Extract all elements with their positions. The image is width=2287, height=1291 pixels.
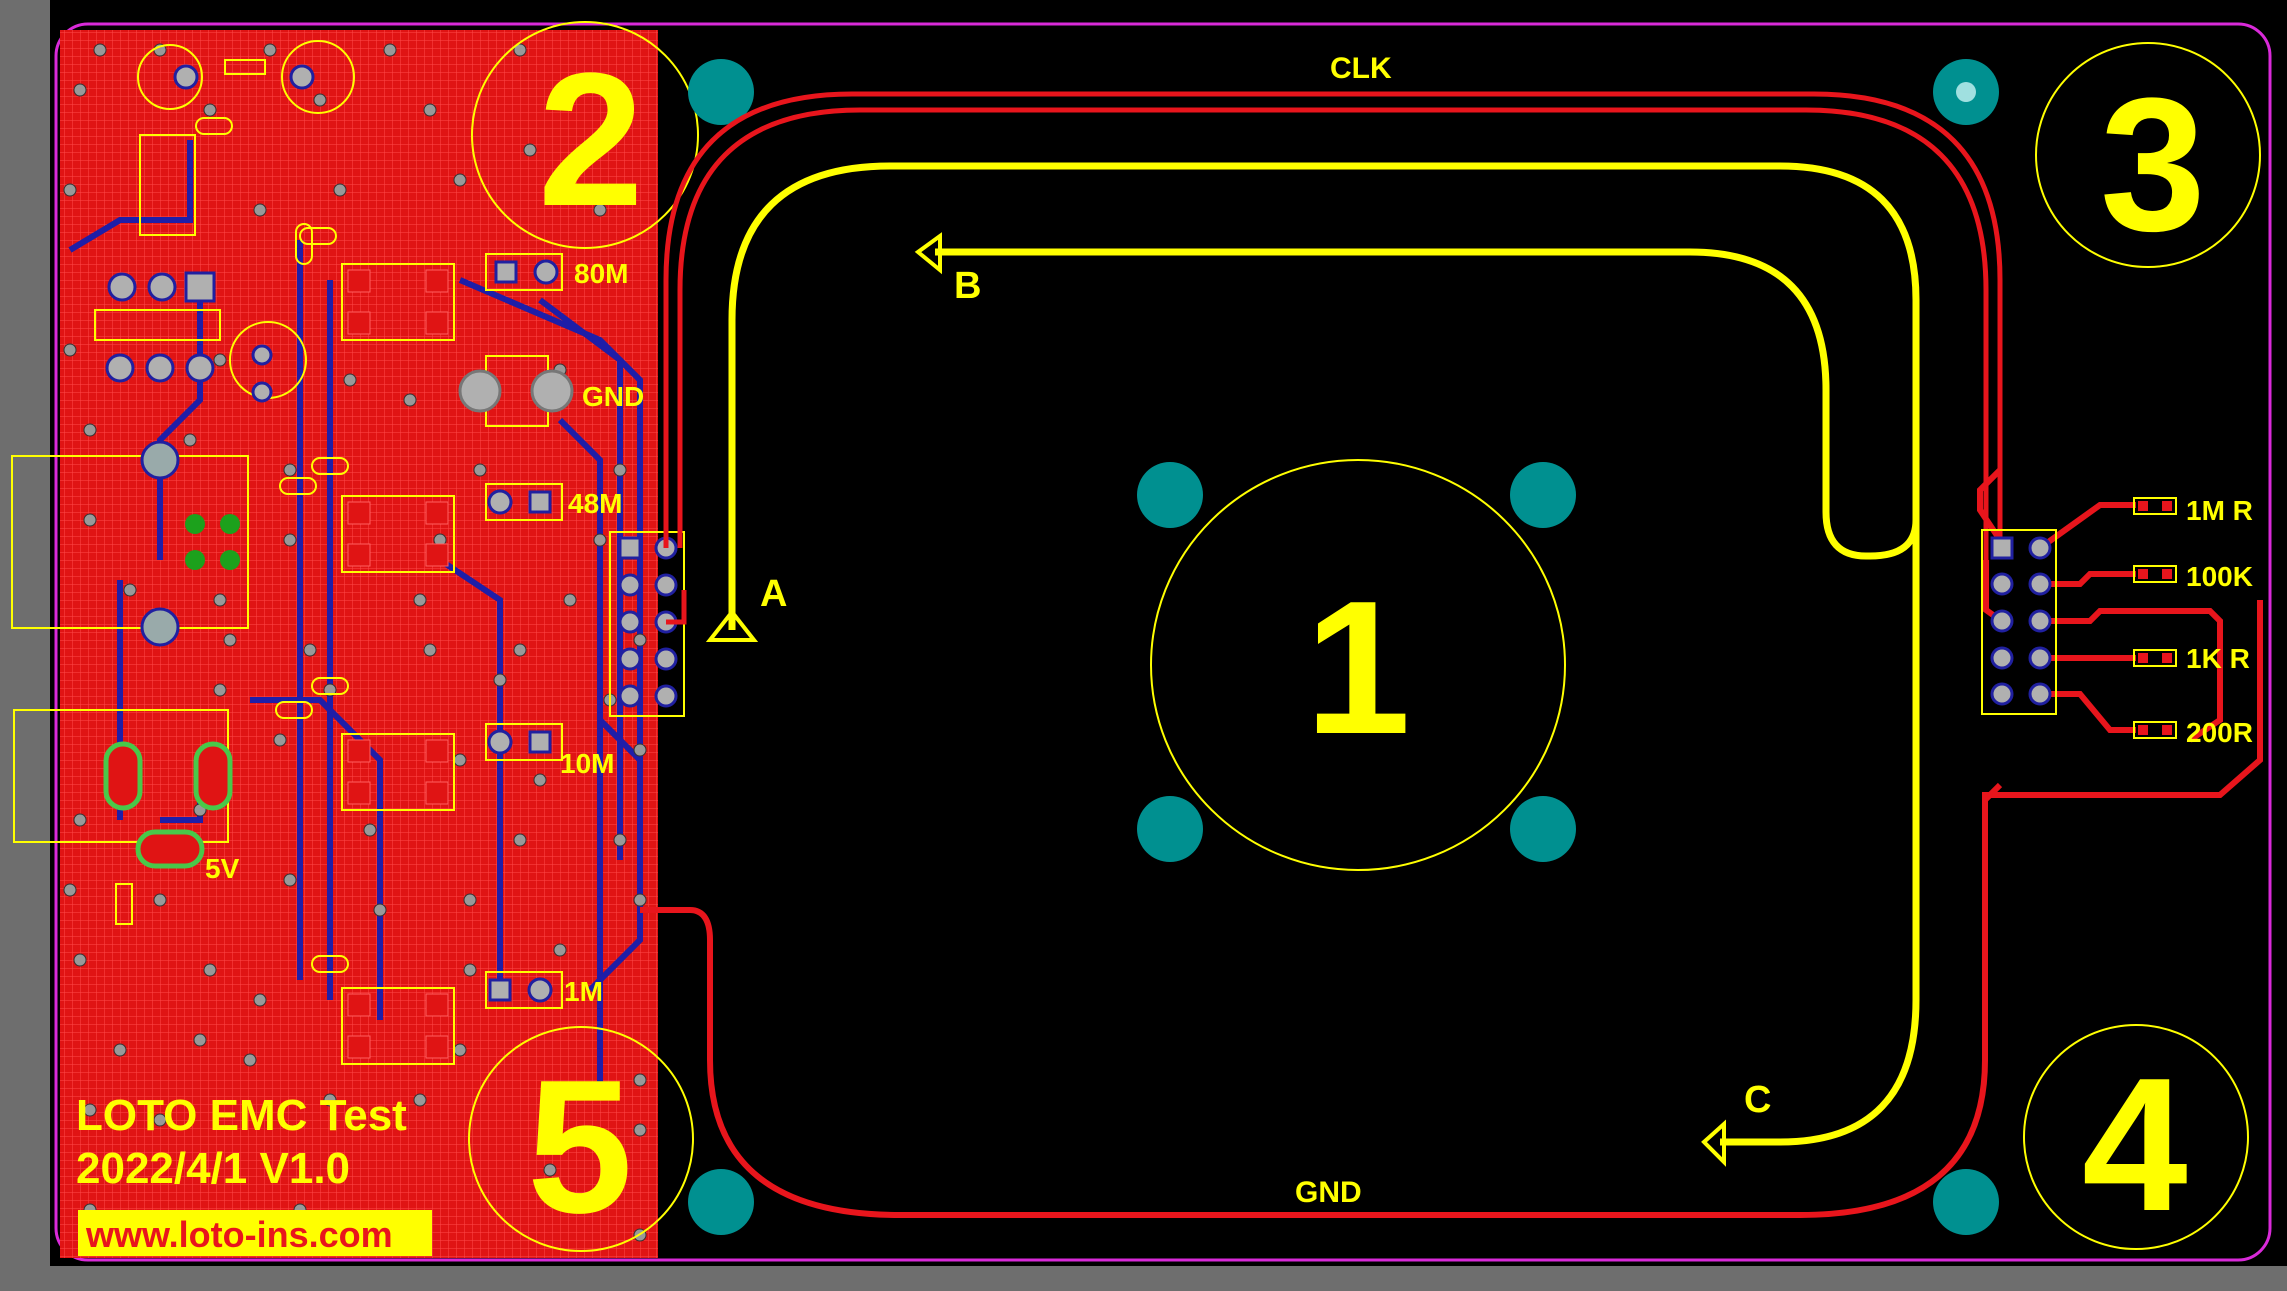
- freq-label-80m: 80M: [574, 258, 628, 289]
- resistor-label-1m: 1M R: [2186, 495, 2253, 526]
- capacitor-c4: [137, 40, 355, 399]
- oscillators: [341, 263, 455, 1065]
- jumper-headers: [485, 253, 563, 1009]
- board-outline: [54, 22, 2272, 1262]
- resistor-label-100k: 100K: [2186, 561, 2253, 592]
- website-plate: [78, 1210, 432, 1256]
- brand-version: 2022/4/1 V1.0: [76, 1144, 350, 1193]
- brand-title: LOTO EMC Test: [76, 1091, 407, 1140]
- bottom-layer-traces: [68, 140, 643, 1100]
- point-c-label: C: [1744, 1079, 1771, 1121]
- zone-3-label: 3: [2100, 59, 2206, 271]
- regulator-outline: [139, 134, 196, 236]
- point-b-label: B: [954, 265, 981, 307]
- gnd-probe-label: GND: [582, 381, 644, 412]
- gnd-loop-label: GND: [1295, 1176, 1362, 1209]
- gnd-probe-pad-right: [530, 369, 574, 413]
- zone-4-label: 4: [2082, 1039, 2188, 1251]
- test-loop: [728, 162, 1920, 1146]
- resistor-traces: [1977, 467, 2223, 743]
- zone-2-label: 2: [538, 34, 644, 246]
- supply-label: 5V: [205, 853, 240, 884]
- right-header-outline: [1981, 529, 2057, 715]
- clk-label: CLK: [1330, 52, 1392, 85]
- regulator-body: [94, 309, 221, 341]
- freq-label-48m: 48M: [568, 488, 622, 519]
- usb-connector: [11, 440, 249, 647]
- zone-5-label: 5: [527, 1041, 633, 1253]
- oscillator-pads: [347, 269, 449, 1059]
- zone-outlines: [468, 21, 2261, 1252]
- mounting-hole-drill: [1956, 82, 1976, 102]
- point-a-marker: [705, 608, 759, 642]
- point-b-marker: [914, 232, 942, 275]
- point-a-label: A: [760, 573, 787, 615]
- zone-1-label: 1: [1305, 562, 1411, 774]
- website-label: www.loto-ins.com: [85, 1214, 393, 1255]
- right-header-pins: [1990, 536, 2052, 706]
- gnd-probe-pad-left: [458, 369, 502, 413]
- resistor-label-1k: 1K R: [2186, 643, 2250, 674]
- square-pad: [184, 271, 216, 303]
- freq-label-1m: 1M: [564, 976, 603, 1007]
- point-c-marker: [1701, 1119, 1726, 1167]
- gnd-loop: [640, 600, 2263, 1218]
- freq-label-10m: 10M: [560, 748, 614, 779]
- smd-capacitors: [115, 117, 349, 973]
- power-jack: [13, 709, 233, 869]
- mounting-holes: [688, 59, 1999, 1235]
- resistor-label-200r: 200R: [2186, 717, 2253, 748]
- clk-loop: [663, 91, 2003, 625]
- resistor-footprints: [2133, 497, 2177, 739]
- left-header-pins: [618, 536, 678, 708]
- tht-pads: [105, 64, 315, 403]
